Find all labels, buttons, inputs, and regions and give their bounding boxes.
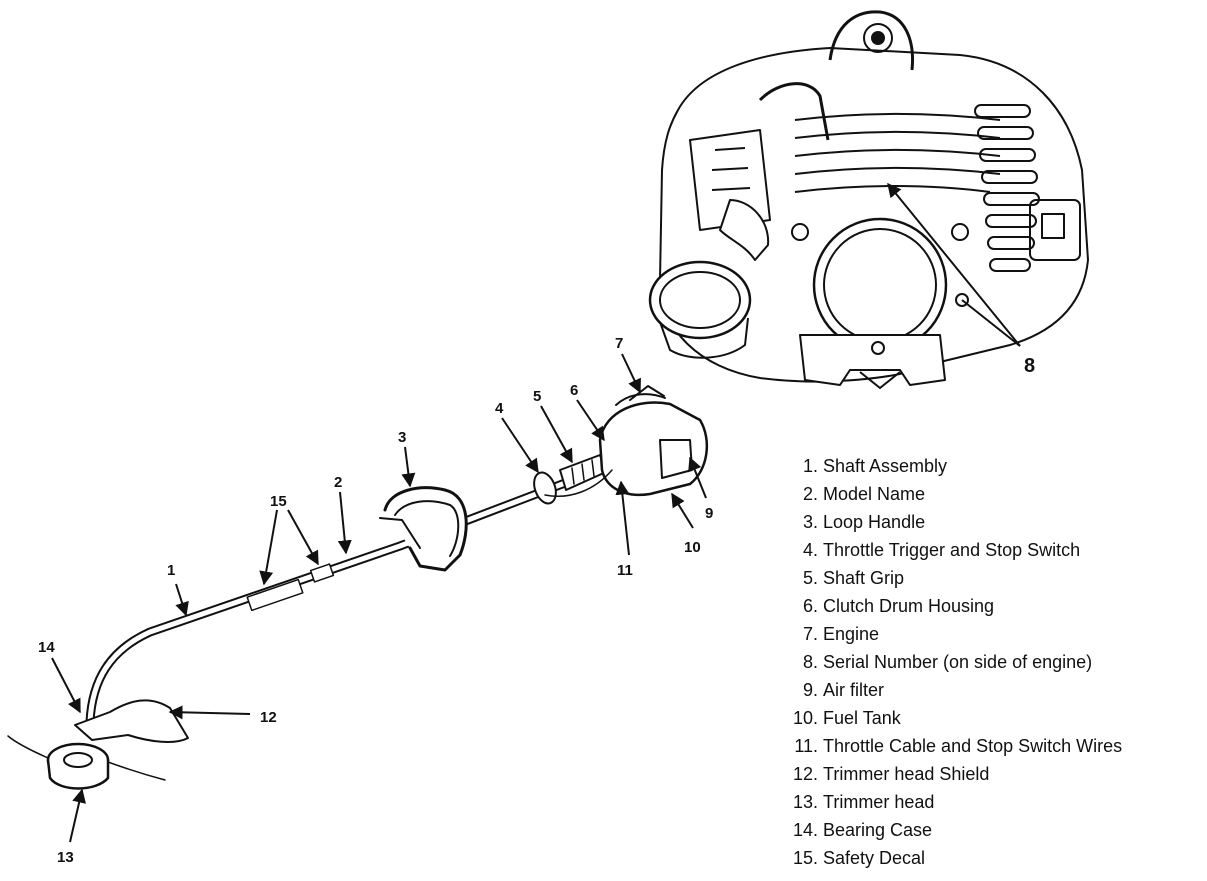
- arrow-5: [540, 405, 573, 464]
- callout-7: 7: [615, 335, 623, 352]
- legend-label: Serial Number (on side of engine): [823, 652, 1093, 672]
- callout-1: 1: [167, 562, 175, 579]
- arrow-12: [168, 705, 251, 720]
- callout-12: 12: [260, 709, 277, 726]
- legend-label: Engine: [823, 624, 880, 644]
- arrow-15b: [287, 509, 319, 566]
- legend-item: 10.Fuel Tank: [778, 704, 1203, 732]
- legend-label: Shaft Assembly: [823, 456, 948, 476]
- legend-label: Loop Handle: [823, 512, 926, 532]
- legend-item: 6.Clutch Drum Housing: [778, 592, 1203, 620]
- legend-item: 2.Model Name: [778, 480, 1203, 508]
- legend-item: 5.Shaft Grip: [778, 564, 1203, 592]
- legend-item: 12.Trimmer head Shield: [778, 760, 1203, 788]
- engine-closeup-illustration: [648, 10, 1089, 389]
- legend-number: 8.: [802, 652, 818, 672]
- legend-item: 13.Trimmer head: [778, 788, 1203, 816]
- legend-label: Trimmer head: [823, 792, 935, 812]
- arrow-2: [337, 491, 352, 555]
- legend-number: 11.: [794, 736, 818, 756]
- callout-15: 15: [270, 493, 287, 510]
- callout-10: 10: [684, 539, 701, 556]
- arrow-14: [51, 657, 81, 714]
- callout-4: 4: [495, 400, 504, 417]
- arrow-15a: [259, 509, 278, 586]
- legend-label: Bearing Case: [823, 820, 933, 840]
- callout-13: 13: [57, 849, 74, 866]
- callout-6: 6: [570, 382, 578, 399]
- arrow-11: [615, 480, 630, 556]
- trimmer-illustration: [7, 385, 708, 790]
- arrow-3: [401, 446, 416, 488]
- arrow-9: [688, 456, 707, 499]
- legend-item: 3.Loop Handle: [778, 508, 1203, 536]
- legend-label: Fuel Tank: [823, 708, 901, 728]
- legend-number: 12.: [792, 764, 818, 784]
- legend-number: 6.: [802, 596, 818, 616]
- legend-label: Trimmer head Shield: [823, 764, 990, 784]
- callout-8: 8: [1024, 355, 1035, 377]
- callout-14: 14: [38, 639, 55, 656]
- legend-label: Throttle Trigger and Stop Switch: [823, 540, 1081, 560]
- arrow-1: [175, 583, 189, 617]
- legend-number: 9.: [802, 680, 818, 700]
- legend-number: 5.: [802, 568, 818, 588]
- legend-number: 7.: [802, 624, 818, 644]
- legend-number: 2.: [802, 484, 818, 504]
- leader-arrows: [51, 182, 1021, 843]
- callout-3: 3: [398, 429, 406, 446]
- arrow-7: [621, 353, 641, 394]
- callout-9: 9: [705, 505, 713, 522]
- legend-label: Shaft Grip: [823, 568, 905, 588]
- arrow-10: [671, 492, 694, 529]
- callout-5: 5: [533, 388, 541, 405]
- legend-item: 4.Throttle Trigger and Stop Switch: [778, 536, 1203, 564]
- legend-number: 4.: [802, 540, 818, 560]
- legend-item: 14.Bearing Case: [778, 816, 1203, 844]
- arrow-4: [501, 417, 539, 474]
- legend-item: 7.Engine: [778, 620, 1203, 648]
- legend-number: 14.: [792, 820, 818, 840]
- callout-11: 11: [617, 562, 633, 579]
- legend-label: Safety Decal: [823, 848, 926, 868]
- legend-item: 9.Air filter: [778, 676, 1203, 704]
- arrow-13: [69, 788, 86, 843]
- legend-number: 10.: [792, 708, 818, 728]
- parts-legend: 1.Shaft Assembly 2.Model Name 3.Loop Han…: [778, 452, 1203, 872]
- legend-number: 13.: [792, 792, 818, 812]
- legend-label: Air filter: [823, 680, 885, 700]
- legend-number: 3.: [802, 512, 818, 532]
- legend-item: 1.Shaft Assembly: [778, 452, 1203, 480]
- legend-item: 15.Safety Decal: [778, 844, 1203, 872]
- legend-number: 15.: [792, 848, 818, 868]
- legend-label: Throttle Cable and Stop Switch Wires: [823, 736, 1123, 756]
- legend-number: 1.: [802, 456, 818, 476]
- arrow-8: [887, 182, 1021, 347]
- legend-item: 8.Serial Number (on side of engine): [778, 648, 1203, 676]
- callout-numbers: 1 2 3 4 5 6 7 8 9 10 11 12 13 14 15: [38, 335, 1035, 866]
- callout-2: 2: [334, 474, 342, 491]
- legend-item: 11.Throttle Cable and Stop Switch Wires: [778, 732, 1203, 760]
- legend-label: Clutch Drum Housing: [823, 596, 995, 616]
- legend-label: Model Name: [823, 484, 926, 504]
- arrow-6: [576, 399, 605, 442]
- arrow-8b: [961, 299, 1021, 347]
